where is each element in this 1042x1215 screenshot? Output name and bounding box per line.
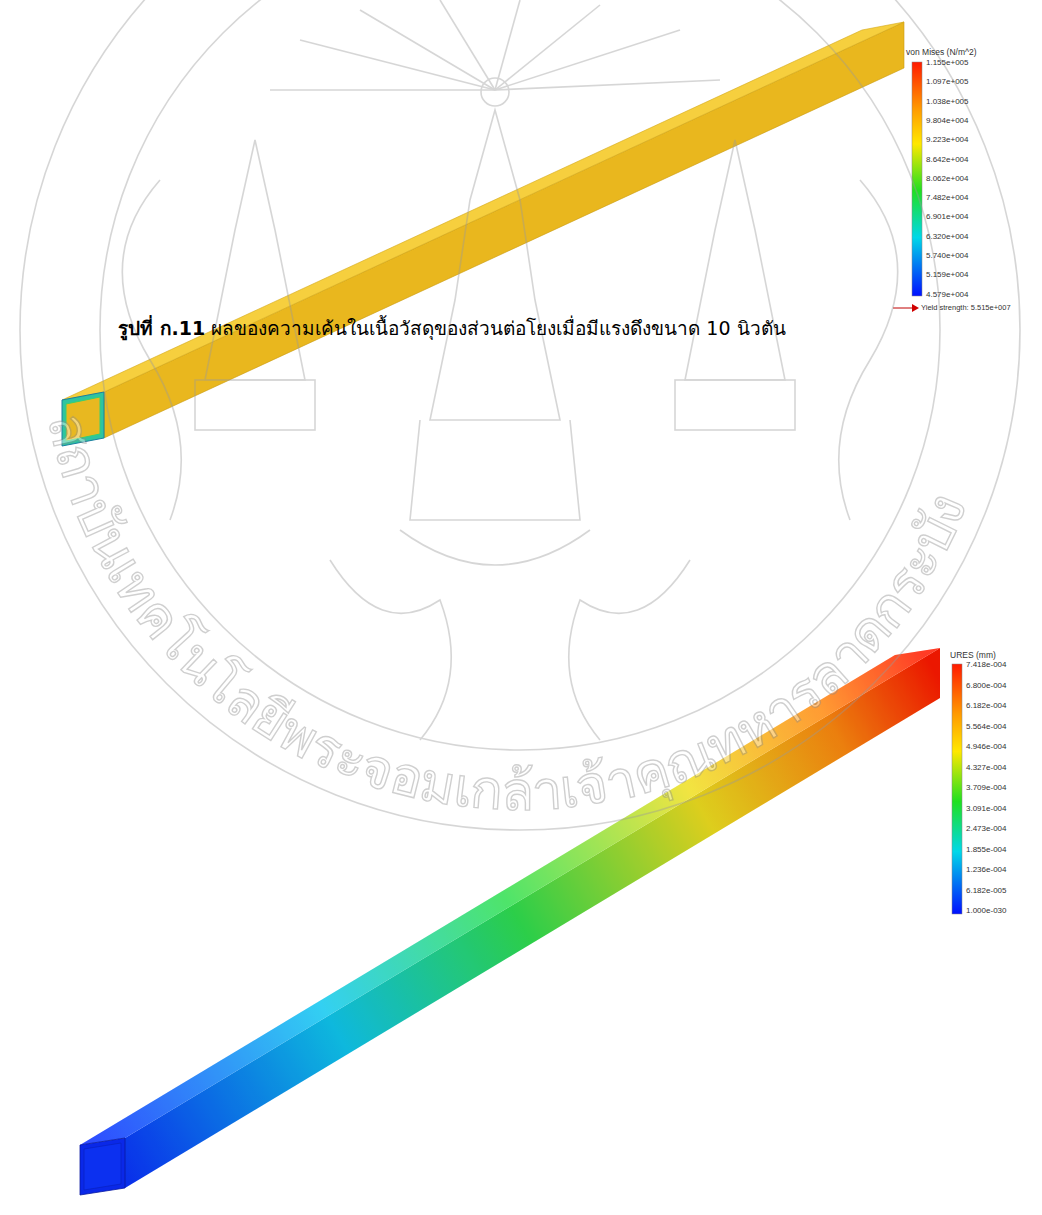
scale-value: 1.097e+005 — [926, 77, 969, 87]
watermark-text: สถาบันเทคโนโลยีพระจอมเกล้าเจ้าคุณทหารลาด… — [35, 408, 979, 823]
stress-beam — [62, 22, 904, 446]
scale-value: 3.091e-004 — [966, 804, 1006, 814]
scale-value: 7.482e+004 — [926, 193, 969, 203]
scale-value: 9.223e+004 — [926, 135, 969, 145]
figure-caption: ผลของความเค้นในเนื้อวัสดุของส่วนต่อโยงเม… — [211, 315, 785, 341]
scale-value: 6.800e-004 — [966, 681, 1006, 691]
svg-text:สถาบันเทคโนโลยีพระจอมเกล้าเจ้า: สถาบันเทคโนโลยีพระจอมเกล้าเจ้าคุณทหารลาด… — [35, 408, 979, 823]
scale-value: 1.155e+005 — [926, 58, 969, 68]
scale-value: 1.855e-004 — [966, 845, 1006, 855]
scale-value: 9.804e+004 — [926, 116, 969, 126]
scale-value: 7.418e-004 — [966, 660, 1006, 670]
yield-strength-note: Yield strength: 5.515e+007 — [921, 303, 1011, 313]
scale-value: 1.236e-004 — [966, 865, 1006, 875]
scale-value: 3.709e-004 — [966, 783, 1006, 793]
scale-value: 6.182e-004 — [966, 701, 1006, 711]
scale-value: 6.182e-005 — [966, 886, 1006, 896]
scale-value: 4.327e-004 — [966, 763, 1006, 773]
scale-value: 6.901e+004 — [926, 212, 969, 222]
displacement-color-bar — [952, 664, 962, 914]
legend-title: URES (mm) — [950, 650, 996, 660]
scale-value: 8.062e+004 — [926, 174, 969, 184]
scale-value: 4.579e+004 — [926, 290, 969, 300]
scale-value: 4.946e-004 — [966, 742, 1006, 752]
scale-value: 5.159e+004 — [926, 270, 969, 280]
scale-value: 1.038e+005 — [926, 97, 969, 107]
displacement-beam — [80, 648, 940, 1195]
legend-title: von Mises (N/m^2) — [906, 47, 977, 57]
scale-value: 2.473e-004 — [966, 824, 1006, 834]
figure-number: รูปที่ ก.11 — [118, 315, 205, 341]
scale-value: 5.564e-004 — [966, 722, 1006, 732]
scale-value: 5.740e+004 — [926, 251, 969, 261]
scale-value: 1.000e-030 — [966, 906, 1006, 916]
scale-value: 8.642e+004 — [926, 155, 969, 165]
scale-value: 6.320e+004 — [926, 232, 969, 242]
